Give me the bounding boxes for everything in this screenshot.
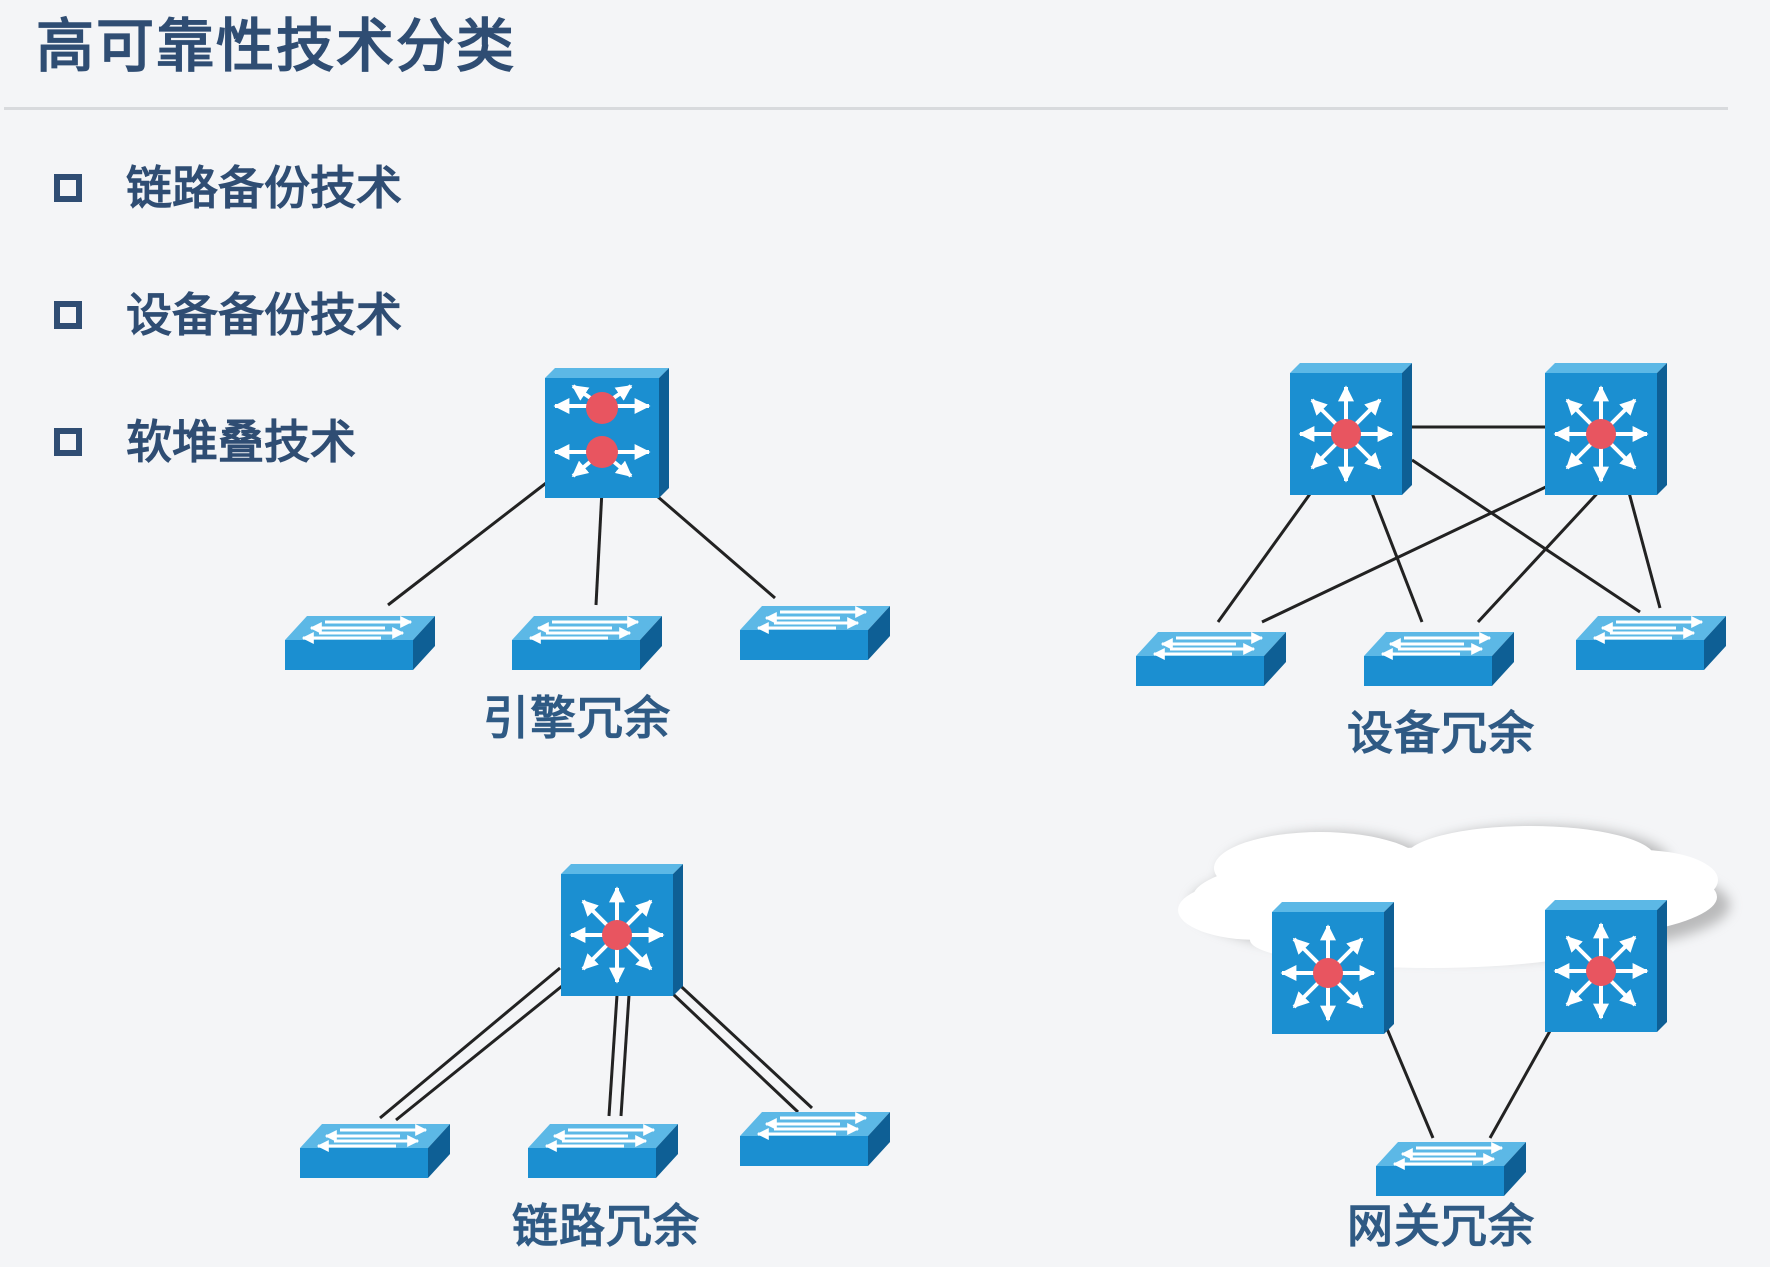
- page-title: 高可靠性技术分类: [36, 12, 517, 80]
- square-bullet-icon: [54, 174, 82, 202]
- access-switch-icon: [1136, 632, 1286, 686]
- access-switch-icon: [285, 616, 435, 670]
- bullet-label: 设备备份技术: [126, 288, 402, 342]
- device-redundancy-label: 设备冗余: [1347, 706, 1535, 760]
- core-switch-icon: [561, 864, 683, 996]
- device-redundancy-diagram: [1136, 363, 1726, 686]
- access-switch-icon: [512, 616, 662, 670]
- access-switch-icon: [300, 1124, 450, 1178]
- access-switch-icon: [528, 1124, 678, 1178]
- bullet-label: 软堆叠技术: [126, 415, 356, 469]
- access-switch-icon: [740, 606, 890, 660]
- core-switch-icon: [1290, 363, 1412, 495]
- bullet-label: 链路备份技术: [126, 161, 402, 215]
- bullet-item-soft-stacking: 软堆叠技术: [54, 412, 356, 472]
- bullet-item-device-backup: 设备备份技术: [54, 285, 402, 345]
- bullet-item-link-backup: 链路备份技术: [54, 158, 402, 218]
- square-bullet-icon: [54, 428, 82, 456]
- gateway-redundancy-label: 网关冗余: [1347, 1199, 1535, 1253]
- core-switch-icon: [1272, 902, 1394, 1034]
- dual-engine-switch-icon: [545, 368, 669, 498]
- access-switch-icon: [1376, 1142, 1526, 1196]
- access-switch-icon: [740, 1112, 890, 1166]
- link-redundancy-diagram: [300, 864, 890, 1178]
- square-bullet-icon: [54, 301, 82, 329]
- core-switch-icon: [1545, 900, 1667, 1032]
- engine-redundancy-diagram: [285, 368, 890, 670]
- access-switch-icon: [1576, 616, 1726, 670]
- link-redundancy-label: 链路冗余: [512, 1199, 700, 1253]
- title-divider: [4, 107, 1728, 110]
- core-switch-icon: [1545, 363, 1667, 495]
- access-switch-icon: [1364, 632, 1514, 686]
- gateway-redundancy-diagram: [1178, 826, 1730, 1196]
- engine-redundancy-label: 引擎冗余: [483, 691, 671, 745]
